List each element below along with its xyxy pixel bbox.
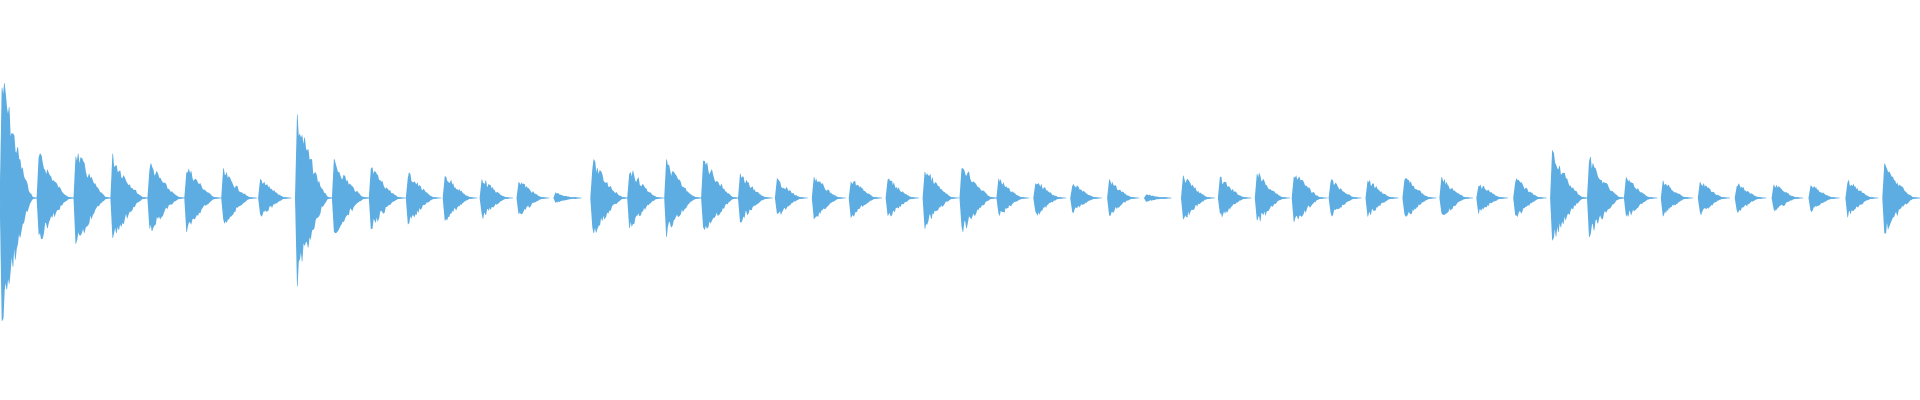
waveform-transient [922, 171, 960, 229]
waveform-transient [774, 177, 808, 216]
waveform-transient [1217, 176, 1252, 218]
waveform-transient [1734, 183, 1767, 214]
waveform-transient [147, 163, 187, 231]
waveform-transient [1882, 163, 1920, 234]
waveform-transient [405, 172, 442, 225]
waveform-transient [442, 176, 478, 222]
waveform-transient [258, 178, 292, 217]
waveform-transient [1513, 178, 1547, 218]
waveform-transient [331, 159, 372, 234]
waveform-transient [1107, 178, 1140, 216]
waveform-transient [737, 173, 773, 223]
waveform-transient [36, 153, 77, 240]
waveform-transient [1771, 184, 1804, 212]
waveform-transient [627, 170, 665, 229]
waveform-transient [368, 166, 406, 230]
waveform-transient [1143, 194, 1172, 202]
waveform-transient [1033, 183, 1067, 216]
waveform-transient [294, 114, 335, 287]
waveform-transient [590, 158, 630, 233]
waveform-transient [516, 181, 550, 215]
waveform-transient [1476, 184, 1509, 214]
waveform-transient [811, 176, 846, 220]
waveform-transient [221, 168, 258, 224]
waveform-transient [1291, 175, 1328, 222]
waveform-transient [664, 159, 704, 237]
waveform-transient [885, 178, 920, 217]
waveform-transient [1402, 178, 1437, 217]
waveform-transient [1845, 179, 1879, 218]
waveform-transient [1586, 156, 1627, 238]
waveform-transient [1180, 175, 1216, 220]
waveform-transient [1439, 177, 1473, 216]
waveform-transient [1070, 183, 1102, 214]
waveform-transient [73, 153, 114, 244]
waveform-transient [1328, 178, 1362, 217]
waveform-transient [1697, 181, 1731, 216]
waveform-transient [184, 168, 223, 233]
waveform-transient [701, 160, 741, 231]
waveform-transient [959, 168, 999, 232]
waveform-transient [996, 178, 1030, 217]
waveform-transient [1660, 180, 1694, 217]
waveform-transient [1365, 180, 1399, 217]
waveform-transient [0, 83, 40, 321]
waveform-transient [1254, 172, 1291, 222]
waveform-transient [479, 179, 514, 219]
waveform-transient [1550, 149, 1590, 241]
waveform-transient [1808, 185, 1840, 212]
waveform-transients-group [0, 83, 1920, 321]
waveform-transient [110, 153, 151, 238]
waveform-transient [848, 180, 883, 219]
waveform-transient [1623, 176, 1658, 217]
waveform-transient [553, 191, 582, 203]
